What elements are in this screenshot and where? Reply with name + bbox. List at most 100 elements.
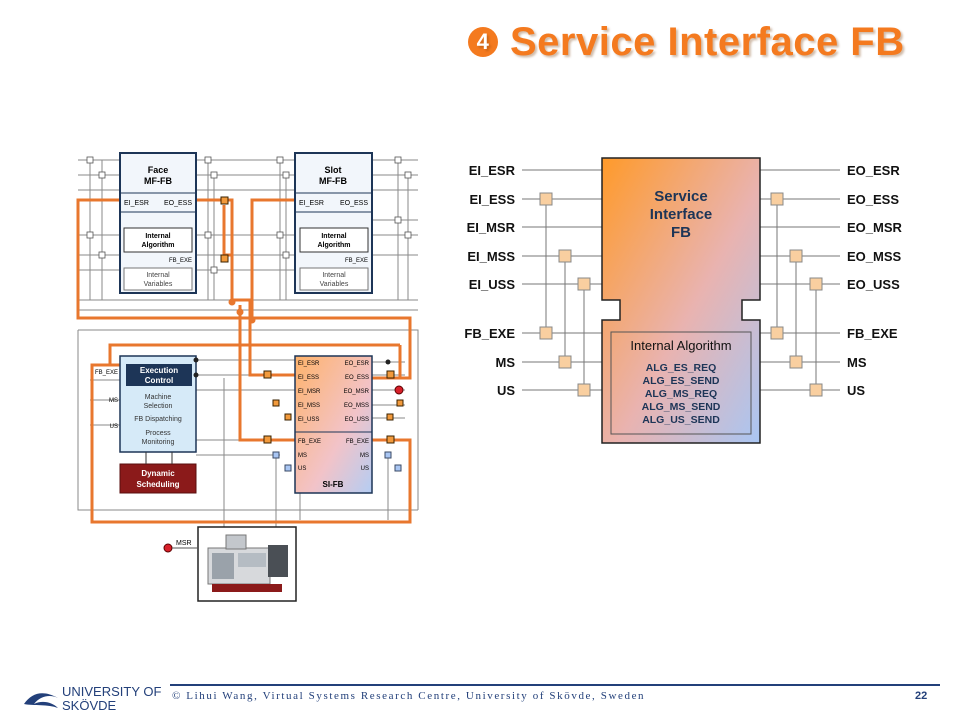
si-fb-name: SI-FB (323, 480, 344, 489)
logo-line-2: SKÖVDE (62, 698, 117, 713)
output-labels: EO_ESR EO_ESS EO_MSR EO_MSS EO_USS FB_EX… (847, 163, 903, 398)
slot-algo-1: Internal (321, 233, 346, 240)
slot-title-2: MF-FB (319, 176, 347, 186)
face-in-label: EI_ESR (124, 200, 149, 207)
exec-side-ms: MS (109, 398, 118, 404)
si-left-5: FB_EXE (298, 439, 321, 445)
algo-item-0: ALG_ES_REQ (646, 362, 717, 374)
slot-title-1: Slot (325, 165, 342, 175)
junction-squares (86, 156, 412, 274)
slot-out-label: EO_ESS (340, 200, 368, 207)
si-right-0: EO_ESR (345, 361, 370, 367)
machine-msr-label: MSR (176, 540, 192, 547)
input-label-3: EI_MSS (467, 249, 515, 264)
exec-side-us: US (110, 424, 118, 430)
title-number-badge: 4 (468, 27, 498, 57)
exec-item-3: Process (145, 430, 171, 437)
face-vars-1: Internal (146, 272, 170, 279)
slot-fbexe: FB_EXE (345, 258, 368, 264)
slot-mf-fb: Slot MF-FB EI_ESR EO_ESS Internal Algori… (294, 152, 373, 294)
dyn-line-1: Dynamic (141, 469, 175, 478)
university-logo (24, 693, 58, 708)
footer-credit: © Lihui Wang, Virtual Systems Research C… (172, 690, 646, 702)
title-text: Service Interface FB (510, 20, 905, 64)
machine-tool: MSR (163, 526, 297, 602)
si-fb-block: EI_ESR EI_ESS EI_MSR EI_MSS EI_USS FB_EX… (294, 355, 373, 494)
output-label-6: MS (847, 355, 867, 370)
exec-item-4: Monitoring (142, 439, 175, 446)
slot-algo-2: Algorithm (317, 242, 350, 249)
dyn-line-2: Scheduling (136, 480, 179, 489)
face-title-2: MF-FB (144, 176, 172, 186)
exec-title-1: Execution (140, 366, 178, 375)
msr-indicator (163, 543, 173, 553)
si-right-2: EO_MSR (344, 389, 370, 395)
input-labels: EI_ESR EI_ESS EI_MSR EI_MSS EI_USS FB_EX… (464, 163, 515, 398)
association-squares (539, 192, 823, 397)
si-left-0: EI_ESR (298, 361, 320, 367)
output-label-5: FB_EXE (847, 326, 898, 341)
input-label-7: US (497, 383, 515, 398)
footer-rule (170, 684, 940, 686)
algo-item-1: ALG_ES_SEND (642, 375, 719, 387)
si-left-6: MS (298, 453, 307, 459)
input-label-1: EI_ESS (469, 192, 515, 207)
si-left-3: EI_MSS (298, 403, 320, 409)
blue-junctions (272, 451, 402, 472)
input-label-5: FB_EXE (464, 326, 515, 341)
slot-in-label: EI_ESR (299, 200, 324, 207)
dynamic-scheduling: Dynamic Scheduling (119, 452, 197, 494)
logo-line-1: UNIVERSITY OF (62, 684, 162, 699)
si-right-7: US (361, 466, 369, 472)
right-diagram: Service Interface FB Internal Algorithm … (464, 157, 903, 444)
face-vars-2: Variables (144, 281, 173, 288)
page-number: 22 (915, 690, 928, 702)
red-indicator (394, 385, 404, 395)
output-label-7: US (847, 383, 865, 398)
output-label-2: EO_MSR (847, 220, 903, 235)
block-title-3: FB (671, 224, 691, 241)
left-diagram: Face MF-FB EI_ESR EO_ESS Internal Algori… (76, 152, 419, 602)
si-right-5: FB_EXE (346, 439, 369, 445)
si-right-1: EO_ESS (345, 375, 369, 381)
algo-item-3: ALG_MS_SEND (642, 401, 721, 413)
execution-control: Execution Control Machine Selection FB D… (95, 355, 197, 453)
input-label-6: MS (496, 355, 516, 370)
output-label-1: EO_ESS (847, 192, 899, 207)
si-right-4: EO_USS (345, 417, 369, 423)
input-label-4: EI_USS (469, 277, 516, 292)
si-left-1: EI_ESS (298, 375, 319, 381)
internal-algorithm-box (610, 331, 752, 435)
exec-item-1: Selection (144, 403, 173, 410)
si-left-4: EI_USS (298, 417, 319, 423)
orange-junctions (220, 196, 404, 444)
output-label-4: EO_USS (847, 277, 900, 292)
face-algo-2: Algorithm (141, 242, 174, 249)
si-left-7: US (298, 466, 306, 472)
algo-item-4: ALG_US_SEND (642, 414, 720, 426)
input-label-0: EI_ESR (469, 163, 516, 178)
face-title-1: Face (148, 165, 169, 175)
face-out-label: EO_ESS (164, 200, 192, 207)
algo-item-2: ALG_MS_REQ (645, 388, 717, 400)
block-title-2: Interface (650, 206, 713, 223)
block-title-1: Service (654, 188, 707, 205)
algo-title: Internal Algorithm (630, 338, 731, 353)
slot-vars-1: Internal (322, 272, 346, 279)
face-algo-1: Internal (145, 233, 170, 240)
face-mf-fb: Face MF-FB EI_ESR EO_ESS Internal Algori… (119, 152, 197, 294)
slide-title: 4 Service Interface FB (468, 20, 905, 65)
face-fbexe: FB_EXE (169, 258, 192, 264)
si-right-6: MS (360, 453, 369, 459)
exec-item-0: Machine (145, 394, 172, 401)
si-left-2: EI_MSR (298, 389, 321, 395)
input-label-2: EI_MSR (467, 220, 516, 235)
exec-side-fbexe: FB_EXE (95, 370, 118, 376)
orange-dots (228, 298, 256, 324)
si-right-3: EO_MSS (344, 403, 369, 409)
slot-vars-2: Variables (320, 281, 349, 288)
exec-title-2: Control (145, 376, 173, 385)
service-interface-block (601, 157, 761, 444)
output-label-0: EO_ESR (847, 163, 900, 178)
